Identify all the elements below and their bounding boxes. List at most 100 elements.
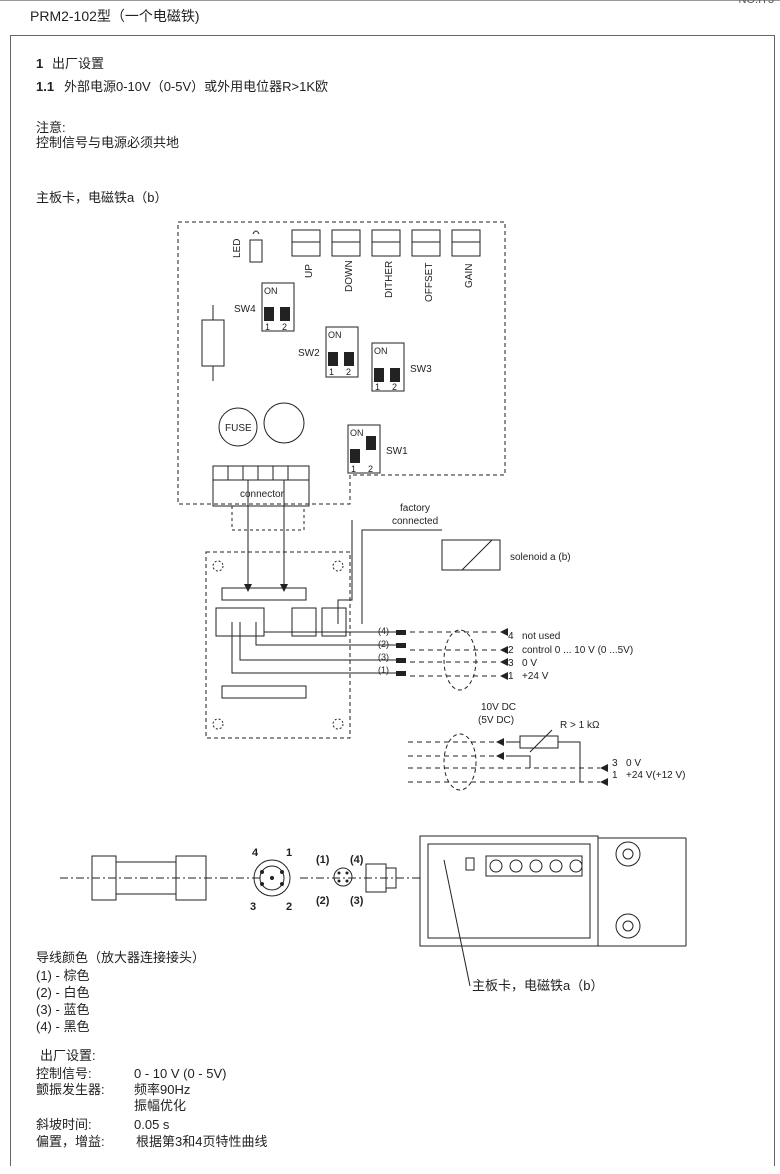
- pot-r-label: R > 1 kΩ: [560, 720, 600, 731]
- settings-label-5: 偏置，增益:: [36, 1134, 105, 1149]
- wire-tag-2: (2): [378, 639, 389, 649]
- settings-value-4: 0.05 s: [134, 1117, 170, 1132]
- page-frame: [10, 35, 775, 1166]
- fuse-circle: [218, 407, 258, 447]
- color-item-4: (4) - 黑色: [36, 1019, 90, 1034]
- colors-title: 导线颜色（放大器连接接头）: [36, 950, 206, 965]
- button-down: [331, 229, 361, 257]
- factory-wire-2: [337, 520, 353, 624]
- plug-dashed: [231, 506, 305, 531]
- sw2-pin1: 1: [329, 367, 334, 377]
- cable-shield: [443, 629, 477, 691]
- device-housing: [419, 835, 599, 947]
- component-cylinder: [201, 305, 225, 381]
- pin-q4: (4): [350, 854, 364, 866]
- pin-3: 3: [250, 901, 256, 913]
- device-body: [598, 837, 687, 947]
- lower-board: [205, 551, 351, 739]
- corner-fragment: NO.IT3: [738, 0, 774, 6]
- sw2-on: ON: [328, 330, 342, 340]
- sw4-on: ON: [264, 286, 278, 296]
- button-row: [291, 229, 481, 257]
- sw1-pin1: 1: [351, 464, 356, 474]
- button-gain: [451, 229, 481, 257]
- sw3-box: [371, 342, 405, 392]
- button-dither: [371, 229, 401, 257]
- settings-value-2: 频率90Hz: [134, 1082, 191, 1097]
- pin-q1: (1): [316, 854, 330, 866]
- connector-label: connector: [240, 489, 285, 500]
- sw1-label: SW1: [386, 446, 408, 457]
- board-caption: 主板卡，电磁铁a（b）: [36, 190, 168, 205]
- sw2-pin2: 2: [346, 367, 351, 377]
- wire-label-3: 0 V: [522, 658, 537, 669]
- factory-line2: connected: [392, 516, 438, 527]
- wire-num-3: 3: [508, 658, 514, 669]
- wire-ext: [410, 631, 500, 677]
- label-down: DOWN: [344, 260, 355, 292]
- pin-4: 4: [252, 847, 259, 859]
- button-offset: [411, 229, 441, 257]
- wire-label-2: control 0 ... 10 V (0 ...5V): [522, 645, 633, 656]
- subsection-text: 外部电源0-10V（0-5V）或外用电位器R>1K欧: [64, 79, 329, 94]
- sw1-box: [347, 424, 381, 474]
- wire-label-4: not used: [522, 631, 560, 642]
- sw4-box: [261, 282, 295, 332]
- fuse-label: FUSE: [225, 423, 252, 434]
- note-label: 注意:: [36, 120, 66, 135]
- note-text: 控制信号与电源必须共地: [36, 135, 180, 150]
- pot-wires: [408, 741, 600, 783]
- wire-label-1: +24 V: [522, 671, 549, 682]
- terminal-strip-top: [221, 587, 307, 601]
- led-label: LED: [232, 239, 243, 258]
- sw1-pin2: 2: [368, 464, 373, 474]
- pot-shield: [443, 733, 477, 791]
- section-title: 出厂设置: [52, 56, 105, 71]
- color-item-3: (3) - 蓝色: [36, 1002, 90, 1017]
- wire-2: [255, 622, 400, 646]
- pin-q3: (3): [350, 895, 364, 907]
- sw2-label: SW2: [298, 348, 320, 359]
- fitting: [365, 863, 397, 893]
- sw3-on: ON: [374, 346, 388, 356]
- wire-num-4: 4: [508, 631, 514, 642]
- wire-3: [239, 622, 400, 661]
- pin-q2: (2): [316, 895, 330, 907]
- wire-4: [263, 622, 400, 633]
- terminal-strip-bottom: [221, 685, 307, 699]
- terminal-block-4: [215, 607, 265, 637]
- pot-pin1-num: 1: [612, 770, 618, 781]
- board-outline: [177, 221, 506, 505]
- label-offset: OFFSET: [424, 263, 435, 302]
- label-gain: GAIN: [464, 264, 475, 288]
- section-number: 1: [36, 56, 44, 71]
- sw3-pin2: 2: [392, 382, 397, 392]
- sw3-pin1: 1: [375, 382, 380, 392]
- sw4-pin1: 1: [265, 322, 270, 332]
- wire-tag-4: (4): [378, 626, 389, 636]
- button-up: [291, 229, 321, 257]
- settings-title: 出厂设置:: [40, 1048, 96, 1063]
- solenoid-box: [441, 539, 501, 571]
- label-dither: DITHER: [384, 261, 395, 298]
- settings-label-1: 控制信号:: [36, 1066, 92, 1081]
- pot-lines: [506, 741, 581, 782]
- sw4-pin2: 2: [282, 322, 287, 332]
- color-item-1: (1) - 棕色: [36, 968, 90, 983]
- pot-resistor: [519, 729, 559, 753]
- sw3-label: SW3: [410, 364, 432, 375]
- wire-tag-1: (1): [378, 665, 389, 675]
- wire-num-2: 2: [508, 645, 514, 656]
- led-icon: [249, 230, 263, 263]
- pot-supply1: 10V DC: [481, 702, 516, 713]
- round-component: [263, 402, 305, 444]
- pot-pin3-num: 3: [612, 758, 618, 769]
- terminal-block-a: [291, 607, 317, 637]
- sw4-label: SW4: [234, 304, 256, 315]
- color-item-2: (2) - 白色: [36, 985, 90, 1000]
- settings-value-3: 振幅优化: [134, 1098, 187, 1113]
- pot-supply2: (5V DC): [478, 715, 514, 726]
- pot-pin3-label: 0 V: [626, 758, 641, 769]
- factory-wire: [361, 529, 442, 624]
